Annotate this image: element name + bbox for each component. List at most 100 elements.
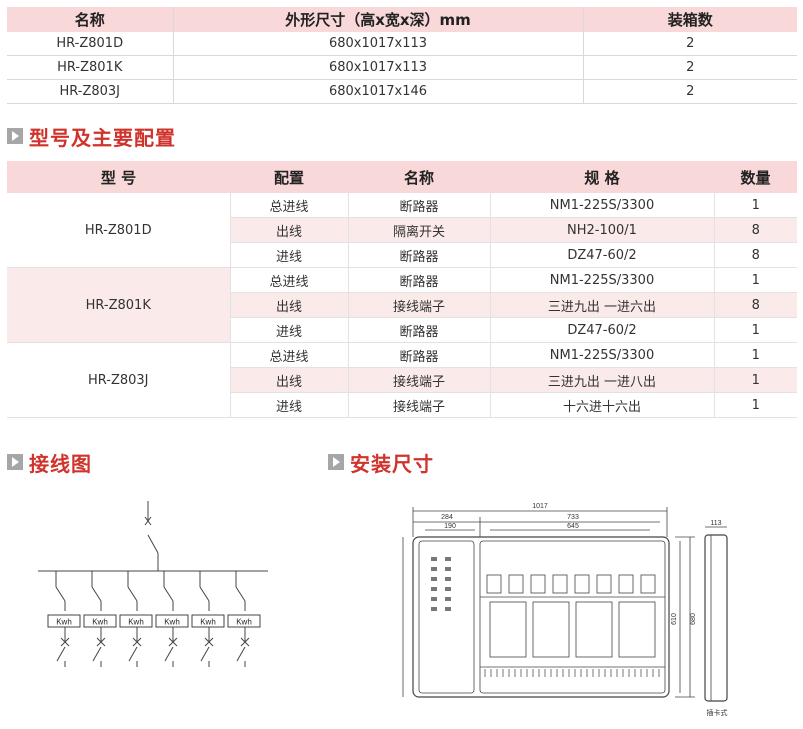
section-title: 型号及主要配置 <box>29 125 176 150</box>
dim-190-label: 190 <box>444 523 456 530</box>
config-header-model: 型 号 <box>7 161 230 193</box>
config-cell-name: 断路器 <box>347 242 490 268</box>
section-heading-install: 安装尺寸 <box>328 450 434 476</box>
config-header-name: 名称 <box>348 161 490 193</box>
table-row: 进线 断路器 DZ47-60/2 8 <box>7 242 797 268</box>
config-header-spec: 规 格 <box>490 161 714 193</box>
meter-bay <box>575 601 613 658</box>
config-cell-spec: 三进九出 一进八出 <box>489 367 714 393</box>
config-cell-spec: DZ47-60/2 <box>489 242 714 268</box>
dims-header-size: 外形尺寸（高x宽x深）mm <box>172 7 583 32</box>
kwh-label: Kwh <box>200 618 216 627</box>
kwh-label: Kwh <box>92 618 108 627</box>
dim-depth-label: 113 <box>710 520 721 527</box>
table-row: 出线 接线端子 三进九出 一进六出 8 <box>7 292 797 318</box>
config-cell-spec: DZ47-60/2 <box>489 317 714 343</box>
table-row: HR-Z801K 总进线 断路器 NM1-225S/3300 1 <box>7 267 797 343</box>
config-header-config: 配置 <box>230 161 348 193</box>
kwh-label: Kwh <box>164 618 180 627</box>
terminal-dot <box>431 567 437 571</box>
config-table: 型 号 配置 名称 规 格 数量 HR-Z801D 总进线 断路器 NM1-22… <box>7 161 797 418</box>
config-cell-name: 接线端子 <box>347 392 490 418</box>
config-cell-qty: 8 <box>713 242 797 268</box>
terminal-dot <box>431 597 437 601</box>
meter-slot <box>552 574 568 594</box>
kwh-label: Kwh <box>236 618 252 627</box>
config-cell-name: 断路器 <box>347 267 490 293</box>
meter-bay <box>489 601 527 658</box>
table-row: 进线 接线端子 十六进十六出 1 <box>7 392 797 418</box>
dim-284-label: 284 <box>441 514 453 521</box>
meter-slot <box>530 574 546 594</box>
terminal-dot <box>431 557 437 561</box>
dimensions-header-row: 名称 外形尺寸（高x宽x深）mm 装箱数 <box>7 7 797 32</box>
branch-group: Kwh Kwh Kwh Kwh Kwh Kwh <box>47 571 261 667</box>
side-caption: 插卡式 <box>707 708 728 717</box>
table-row: 进线 断路器 DZ47-60/2 1 <box>7 317 797 343</box>
meter-slot <box>596 574 612 594</box>
wiring-diagram: Kwh Kwh Kwh Kwh Kwh Kwh <box>30 495 280 699</box>
meter-slot <box>640 574 656 594</box>
dim-645-label: 645 <box>567 523 579 530</box>
kwh-meter-box <box>227 614 261 628</box>
section-heading-wiring: 接线图 <box>7 450 92 476</box>
table-row: HR-Z801D 总进线 断路器 NM1-225S/3300 1 <box>7 193 797 268</box>
terminal-dot <box>431 577 437 581</box>
terminal-dot <box>445 587 451 591</box>
table-row: 出线 隔离开关 NH2-100/1 8 <box>7 217 797 243</box>
config-cell-config: 出线 <box>229 217 348 243</box>
terminal-dot <box>445 567 451 571</box>
config-cell-spec: NM1-225S/3300 <box>489 267 714 293</box>
config-header-qty: 数量 <box>714 161 797 193</box>
dim-610-label: 610 <box>671 613 678 625</box>
config-cell-name: 断路器 <box>347 317 490 343</box>
config-cell-config: 进线 <box>229 392 348 418</box>
meter-bay <box>532 601 570 658</box>
table-row: HR-Z803J 总进线 断路器 NM1-225S/3300 1 <box>7 342 797 418</box>
section-title: 接线图 <box>29 451 92 476</box>
dims-cell-name: HR-Z803J <box>7 79 173 104</box>
config-cell-spec: 三进九出 一进六出 <box>489 292 714 318</box>
config-cell-config: 总进线 <box>229 193 348 218</box>
config-cell-spec: NH2-100/1 <box>489 217 714 243</box>
config-cell-spec: NM1-225S/3300 <box>489 342 714 368</box>
wiring-branch: Kwh <box>47 571 81 667</box>
dims-cell-qty: 2 <box>582 79 797 104</box>
kwh-label: Kwh <box>56 618 72 627</box>
config-cell-qty: 1 <box>713 342 797 368</box>
arrow-marker-icon <box>7 454 23 470</box>
section-title: 安装尺寸 <box>350 451 434 476</box>
meter-slot <box>486 574 502 594</box>
terminal-dot <box>445 607 451 611</box>
config-cell-config: 总进线 <box>229 267 348 293</box>
config-cell-qty: 1 <box>713 367 797 393</box>
config-cell-name: 接线端子 <box>347 292 490 318</box>
wiring-branch: Kwh <box>155 571 189 667</box>
config-cell-config: 出线 <box>229 292 348 318</box>
config-model-cell: HR-Z803J <box>7 342 231 418</box>
config-cell-qty: 1 <box>713 267 797 293</box>
config-cell-spec: NM1-225S/3300 <box>489 193 714 218</box>
dims-cell-size: 680x1017x113 <box>172 32 583 56</box>
meter-slot <box>508 574 524 594</box>
terminal-dot <box>431 587 437 591</box>
config-cell-qty: 8 <box>713 292 797 318</box>
arrow-marker-icon <box>328 454 344 470</box>
config-cell-name: 接线端子 <box>347 367 490 393</box>
kwh-meter-box <box>191 614 225 628</box>
kwh-meter-box <box>155 614 189 628</box>
terminal-dot <box>445 577 451 581</box>
config-cell-config: 出线 <box>229 367 348 393</box>
section-heading-config: 型号及主要配置 <box>7 124 176 150</box>
config-cell-config: 进线 <box>229 242 348 268</box>
terminal-dot <box>445 557 451 561</box>
meter-slot <box>574 574 590 594</box>
wiring-branch: Kwh <box>227 571 261 667</box>
terminal-dot <box>431 607 437 611</box>
table-row: HR-Z801D 680x1017x113 2 <box>7 32 797 56</box>
config-cell-config: 总进线 <box>229 342 348 368</box>
table-row: 出线 接线端子 三进九出 一进八出 1 <box>7 367 797 393</box>
kwh-label: Kwh <box>128 618 144 627</box>
wiring-diagram-svg: Kwh Kwh Kwh Kwh Kwh Kwh <box>38 501 268 667</box>
dim-680-label: 680 <box>690 613 697 625</box>
